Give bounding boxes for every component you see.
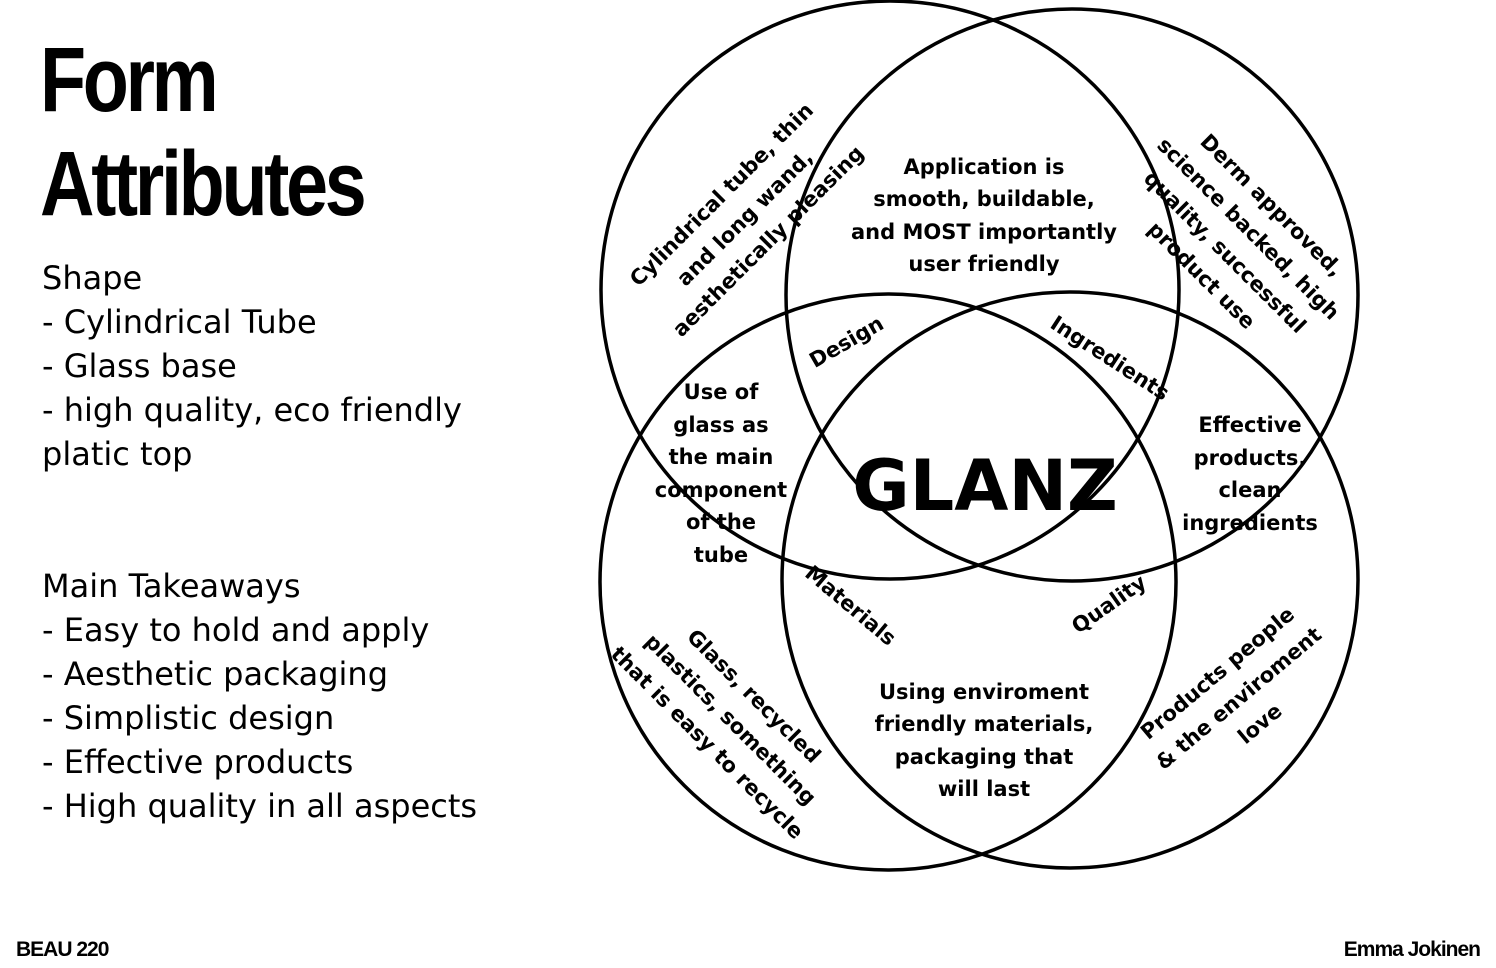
region-text-line: of the — [686, 510, 756, 534]
region-bottom-right-outer: Products people & the enviroment love — [1136, 602, 1326, 774]
region-text-line: ingredients — [1182, 511, 1318, 535]
region-bottom-center: Using enviroment friendly materials, pac… — [875, 680, 1094, 801]
overlap-label-design: Design — [805, 311, 887, 372]
region-text-line: tube — [694, 543, 748, 567]
title-line-1: Form — [40, 29, 219, 131]
region-right-middle: Effective products, clean ingredients — [1182, 413, 1318, 535]
region-left-middle: Use of glass as the main component of th… — [655, 380, 787, 567]
region-top-left-outer: Cylindrical tube, thin and long wand, ae… — [625, 98, 869, 342]
region-text-line: component — [655, 478, 787, 502]
region-text-line: packaging that — [895, 745, 1074, 769]
region-text-line: will last — [938, 777, 1030, 801]
takeaways-section: Main Takeaways - Easy to hold and apply … — [42, 564, 477, 828]
region-text-line: Using enviroment — [879, 680, 1089, 704]
region-text-line: Application is — [904, 155, 1065, 179]
takeaway-item: - High quality in all aspects — [42, 787, 478, 825]
title-line-2: Attributes — [40, 133, 367, 235]
takeaway-item: - Simplistic design — [42, 699, 335, 737]
footer-course-code: BEAU 220 — [16, 938, 109, 961]
shape-item: - Glass base — [42, 347, 237, 385]
region-top-right-outer: Derm approved, science backed, high qual… — [1139, 129, 1348, 338]
takeaway-item: - Easy to hold and apply — [42, 611, 430, 649]
region-text-line: Effective — [1198, 413, 1301, 437]
region-text-line: smooth, buildable, — [873, 187, 1095, 211]
shape-section: Shape - Cylindrical Tube - Glass base - … — [42, 256, 512, 476]
takeaway-item: - Aesthetic packaging — [42, 655, 389, 693]
shape-item: - high quality, eco friendly platic top — [42, 391, 462, 473]
region-text-line: science backed, high — [1152, 133, 1344, 325]
takeaways-heading: Main Takeaways — [42, 567, 301, 605]
venn-center-label: GLANZ — [852, 445, 1118, 527]
shape-item: - Cylindrical Tube — [42, 303, 317, 341]
venn-circle-bottom-left — [598, 292, 1178, 872]
region-text-line: Use of — [684, 380, 760, 404]
takeaway-item: - Effective products — [42, 743, 354, 781]
venn-circle-top-left — [599, 0, 1181, 581]
venn-circle-top-right — [784, 7, 1360, 583]
region-text-line: products, — [1194, 446, 1307, 470]
region-text-line: that is easy to recycle — [606, 642, 808, 844]
slide-title: Form Attributes — [40, 28, 367, 236]
shape-heading: Shape — [42, 259, 143, 297]
region-text-line: aesthetically pleasing — [668, 141, 869, 342]
region-text-line: friendly materials, — [875, 712, 1094, 736]
venn-circle-bottom-right — [780, 290, 1360, 870]
overlap-label-materials: Materials — [800, 561, 900, 651]
region-top-center: Application is smooth, buildable, and MO… — [851, 155, 1117, 276]
region-text-line: clean — [1218, 478, 1281, 502]
footer-author: Emma Jokinen — [1343, 938, 1481, 961]
region-text-line: user friendly — [908, 252, 1059, 276]
region-text-line: the main — [669, 445, 774, 469]
region-text-line: glass as — [673, 413, 768, 437]
region-text-line: and MOST importantly — [851, 220, 1117, 244]
overlap-label-ingredients: Ingredients — [1046, 311, 1173, 405]
